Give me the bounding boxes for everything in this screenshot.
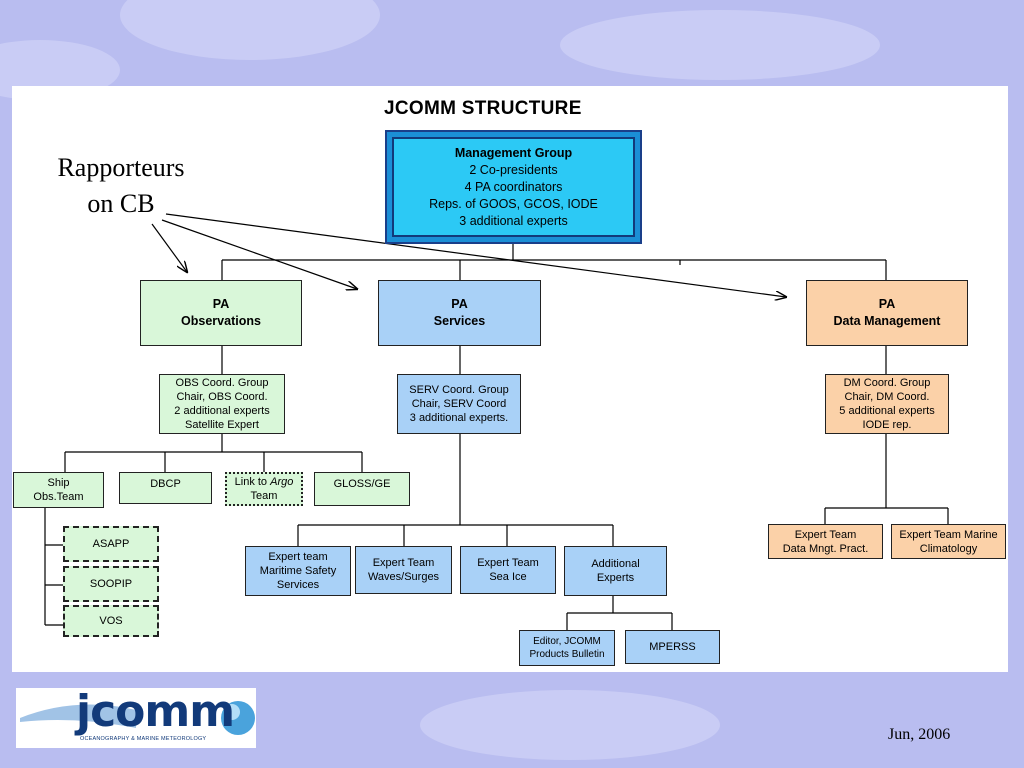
- pa-label: PA: [212, 297, 230, 311]
- vos-panel-box: VOS: [63, 605, 159, 637]
- serv-coord-group-box: SERV Coord. Group Chair, SERV Coord 3 ad…: [397, 374, 521, 434]
- pa-observations-box: PA Observations: [140, 280, 302, 346]
- argo-prefix: Link to: [234, 476, 271, 488]
- team-line: Expert team: [268, 551, 328, 563]
- pa-services-box: PA Services: [378, 280, 541, 346]
- team-line: Waves/Surges: [367, 571, 440, 583]
- panel-line: VOS: [99, 615, 123, 627]
- pa-label: PA: [451, 297, 468, 311]
- team-line: Expert Team: [477, 557, 539, 569]
- expert-team-climatology-box: Expert Team Marine Climatology: [891, 524, 1006, 559]
- jcomm-logo: jcomm OCEANOGRAPHY & MARINE METEOROLOGY: [16, 686, 256, 748]
- team-line: Editor, JCOMM: [533, 636, 601, 647]
- team-line: Climatology: [919, 542, 978, 555]
- pa-data-management-box: PA Data Management: [806, 280, 968, 346]
- dm-coord-group-box: DM Coord. Group Chair, DM Coord. 5 addit…: [825, 374, 949, 434]
- team-line: DBCP: [150, 478, 181, 490]
- annotation-line: on CB: [87, 189, 155, 218]
- pa-name: Data Management: [833, 314, 941, 328]
- asapp-panel-box: ASAPP: [63, 526, 159, 562]
- slide-date: Jun, 2006: [888, 726, 951, 743]
- coord-line: 5 additional experts: [839, 405, 935, 417]
- ship-obs-team-box: Ship Obs.Team: [13, 472, 104, 508]
- mperss-box: MPERSS: [625, 630, 720, 664]
- coord-line: Chair, OBS Coord.: [176, 391, 268, 403]
- diagram-title: JCOMM STRUCTURE: [384, 98, 582, 119]
- expert-team-waves-box: Expert Team Waves/Surges: [355, 546, 452, 594]
- management-group-box: Management Group 2 Co-presidents 4 PA co…: [385, 130, 642, 244]
- team-line: GLOSS/GE: [333, 478, 391, 490]
- annotation-line: Rapporteurs: [57, 153, 185, 182]
- management-group-line: 4 PA coordinators: [464, 179, 563, 194]
- argo-name: Argo: [270, 476, 294, 488]
- panel-line: ASAPP: [92, 538, 130, 550]
- management-group-line: 3 additional experts: [459, 213, 568, 228]
- team-line: Maritime Safety: [259, 565, 337, 577]
- coord-line: Chair, SERV Coord: [411, 398, 507, 410]
- team-line: Data Mngt. Pract.: [782, 542, 869, 555]
- logo-tagline: OCEANOGRAPHY & MARINE METEOROLOGY: [80, 736, 207, 742]
- argo-link-box: Link to Argo Team: [225, 472, 303, 506]
- team-line: Link to Argo: [235, 475, 294, 489]
- management-group-heading: Management Group: [454, 145, 573, 160]
- team-line: Obs.Team: [33, 491, 84, 503]
- team-line: Ship: [47, 477, 70, 489]
- team-line: Services: [276, 579, 320, 591]
- expert-team-sea-ice-box: Expert Team Sea Ice: [460, 546, 556, 594]
- management-group-line: Reps. of GOOS, GCOS, IODE: [429, 196, 598, 211]
- rapporteurs-annotation: Rapporteurs on CB: [36, 150, 206, 222]
- panel-line: SOOPIP: [89, 578, 133, 590]
- soopip-panel-box: SOOPIP: [63, 566, 159, 602]
- pa-name: Observations: [181, 314, 261, 328]
- team-line: Experts: [596, 572, 635, 584]
- rapporteur-arrows: [151, 213, 786, 297]
- background-shape: [560, 10, 880, 80]
- team-line: Expert Team Marine: [899, 528, 998, 541]
- team-line: Sea Ice: [489, 571, 527, 583]
- background-shape: [420, 690, 720, 760]
- management-group-line: 2 Co-presidents: [469, 162, 558, 177]
- team-line: Team: [250, 490, 278, 502]
- team-line: Expert Team: [794, 528, 857, 541]
- pa-label: PA: [878, 297, 896, 311]
- coord-line: Chair, DM Coord.: [844, 391, 930, 403]
- expert-team-practices-box: Expert Team Data Mngt. Pract.: [768, 524, 883, 559]
- team-line: Products Bulletin: [529, 649, 605, 660]
- coord-line: IODE rep.: [862, 419, 912, 431]
- coord-line: Satellite Expert: [185, 419, 259, 431]
- gloss-ge-box: GLOSS/GE: [314, 472, 410, 506]
- team-line: MPERSS: [649, 641, 696, 653]
- team-line: Expert Team: [372, 557, 435, 569]
- coord-line: 2 additional experts: [174, 405, 270, 417]
- logo-graphic: [20, 701, 255, 735]
- coord-line: SERV Coord. Group: [409, 384, 509, 396]
- coord-line: 3 additional experts.: [409, 412, 509, 424]
- coord-line: DM Coord. Group: [843, 377, 931, 389]
- editor-bulletin-box: Editor, JCOMM Products Bulletin: [519, 630, 615, 666]
- expert-team-maritime-box: Expert team Maritime Safety Services: [245, 546, 351, 596]
- team-line: Additional: [591, 558, 640, 570]
- logo-wordmark: jcomm: [76, 686, 235, 737]
- additional-experts-box: Additional Experts: [564, 546, 667, 596]
- coord-line: OBS Coord. Group: [175, 377, 269, 389]
- management-group-inner: Management Group 2 Co-presidents 4 PA co…: [392, 137, 635, 237]
- pa-name: Services: [433, 314, 486, 328]
- obs-coord-group-box: OBS Coord. Group Chair, OBS Coord. 2 add…: [159, 374, 285, 434]
- dbcp-box: DBCP: [119, 472, 212, 504]
